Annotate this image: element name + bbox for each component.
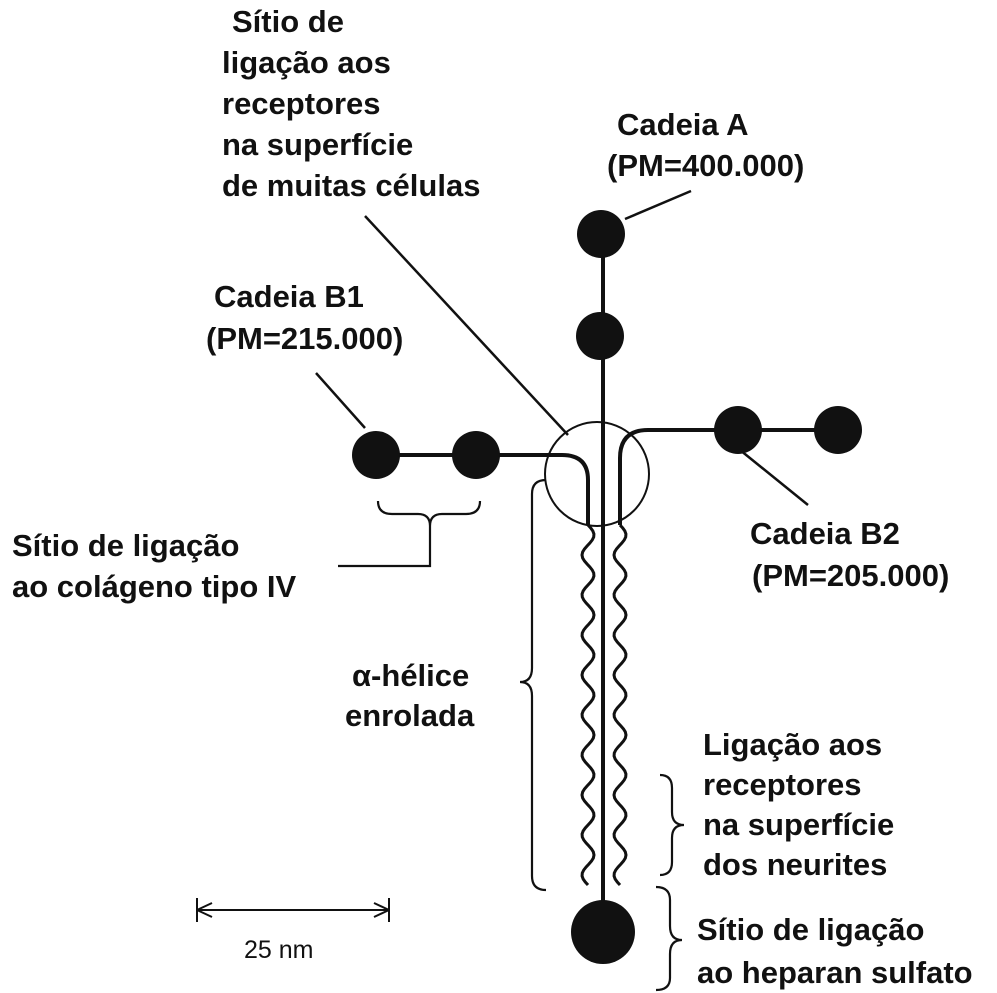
label-binding-site-receptors: Sítio de ligação aos receptores na super… [222, 4, 480, 203]
leader-line-chain-b1 [315, 372, 366, 429]
coiled-strand-left [580, 523, 596, 887]
label-line: (PM=215.000) [206, 321, 403, 356]
label-line: Ligação aos [703, 727, 882, 762]
globular-domain-a2 [576, 312, 624, 360]
chain-b1-curve [476, 453, 590, 525]
label-heparan-site: Sítio de ligação ao heparan sulfato [697, 912, 973, 990]
label-alpha-helix: α-hélice enrolada [345, 658, 475, 733]
braces [338, 478, 685, 992]
leader-line-binding-site [364, 215, 569, 436]
label-line: Sítio de [232, 4, 344, 39]
label-line: Sítio de ligação [697, 912, 924, 947]
label-line: Sítio de ligação [12, 528, 239, 563]
brace-collagen-site [376, 500, 482, 527]
brace-alpha-helix [519, 478, 547, 892]
label-line: (PM=205.000) [752, 558, 949, 593]
label-line: Cadeia A [617, 107, 749, 142]
brace-collagen-connector [338, 526, 432, 568]
brace-heparan-site [655, 885, 683, 992]
leader-line-chain-a [624, 189, 692, 221]
label-line: Cadeia B1 [214, 279, 364, 314]
globular-domain-a1 [577, 210, 625, 258]
label-line: ao colágeno tipo IV [12, 569, 297, 604]
label-chain-b1: Cadeia B1 (PM=215.000) [206, 279, 403, 356]
globular-domain-g [571, 900, 635, 964]
globular-domain-b2-inner [714, 406, 762, 454]
label-chain-a: Cadeia A (PM=400.000) [607, 107, 804, 183]
scale-bar-right-arrow [373, 902, 390, 918]
coiled-strand-right [612, 523, 628, 887]
chain-b2-curve [618, 428, 738, 525]
laminin-molecule [352, 210, 862, 964]
label-line: ligação aos [222, 45, 391, 80]
globular-domain-b1-outer [352, 431, 400, 479]
globular-domain-b2-outer [814, 406, 862, 454]
label-line: Cadeia B2 [750, 516, 900, 551]
label-line: receptores [703, 767, 862, 802]
label-line: α-hélice [352, 658, 469, 693]
label-line: na superfície [703, 807, 894, 842]
label-line: dos neurites [703, 847, 887, 882]
brace-neurite-receptors [659, 773, 685, 877]
label-collagen-site: Sítio de ligação ao colágeno tipo IV [12, 528, 297, 604]
leader-line-chain-b2 [739, 449, 809, 506]
label-line: enrolada [345, 698, 475, 733]
label-line: (PM=400.000) [607, 148, 804, 183]
binding-site-circle [544, 421, 650, 527]
globular-domain-b1-inner [452, 431, 500, 479]
label-neurite-receptors: Ligação aos receptores na superfície dos… [703, 727, 894, 882]
label-line: ao heparan sulfato [697, 955, 973, 990]
label-line: receptores [222, 86, 381, 121]
scale-bar-left-arrow [196, 902, 213, 918]
scale-bar-label: 25 nm [244, 936, 313, 964]
label-line: na superfície [222, 127, 413, 162]
scale-bar: 25 nm [196, 898, 390, 964]
label-line: de muitas células [222, 168, 480, 203]
label-chain-b2: Cadeia B2 (PM=205.000) [750, 516, 949, 593]
leader-lines [315, 189, 809, 506]
